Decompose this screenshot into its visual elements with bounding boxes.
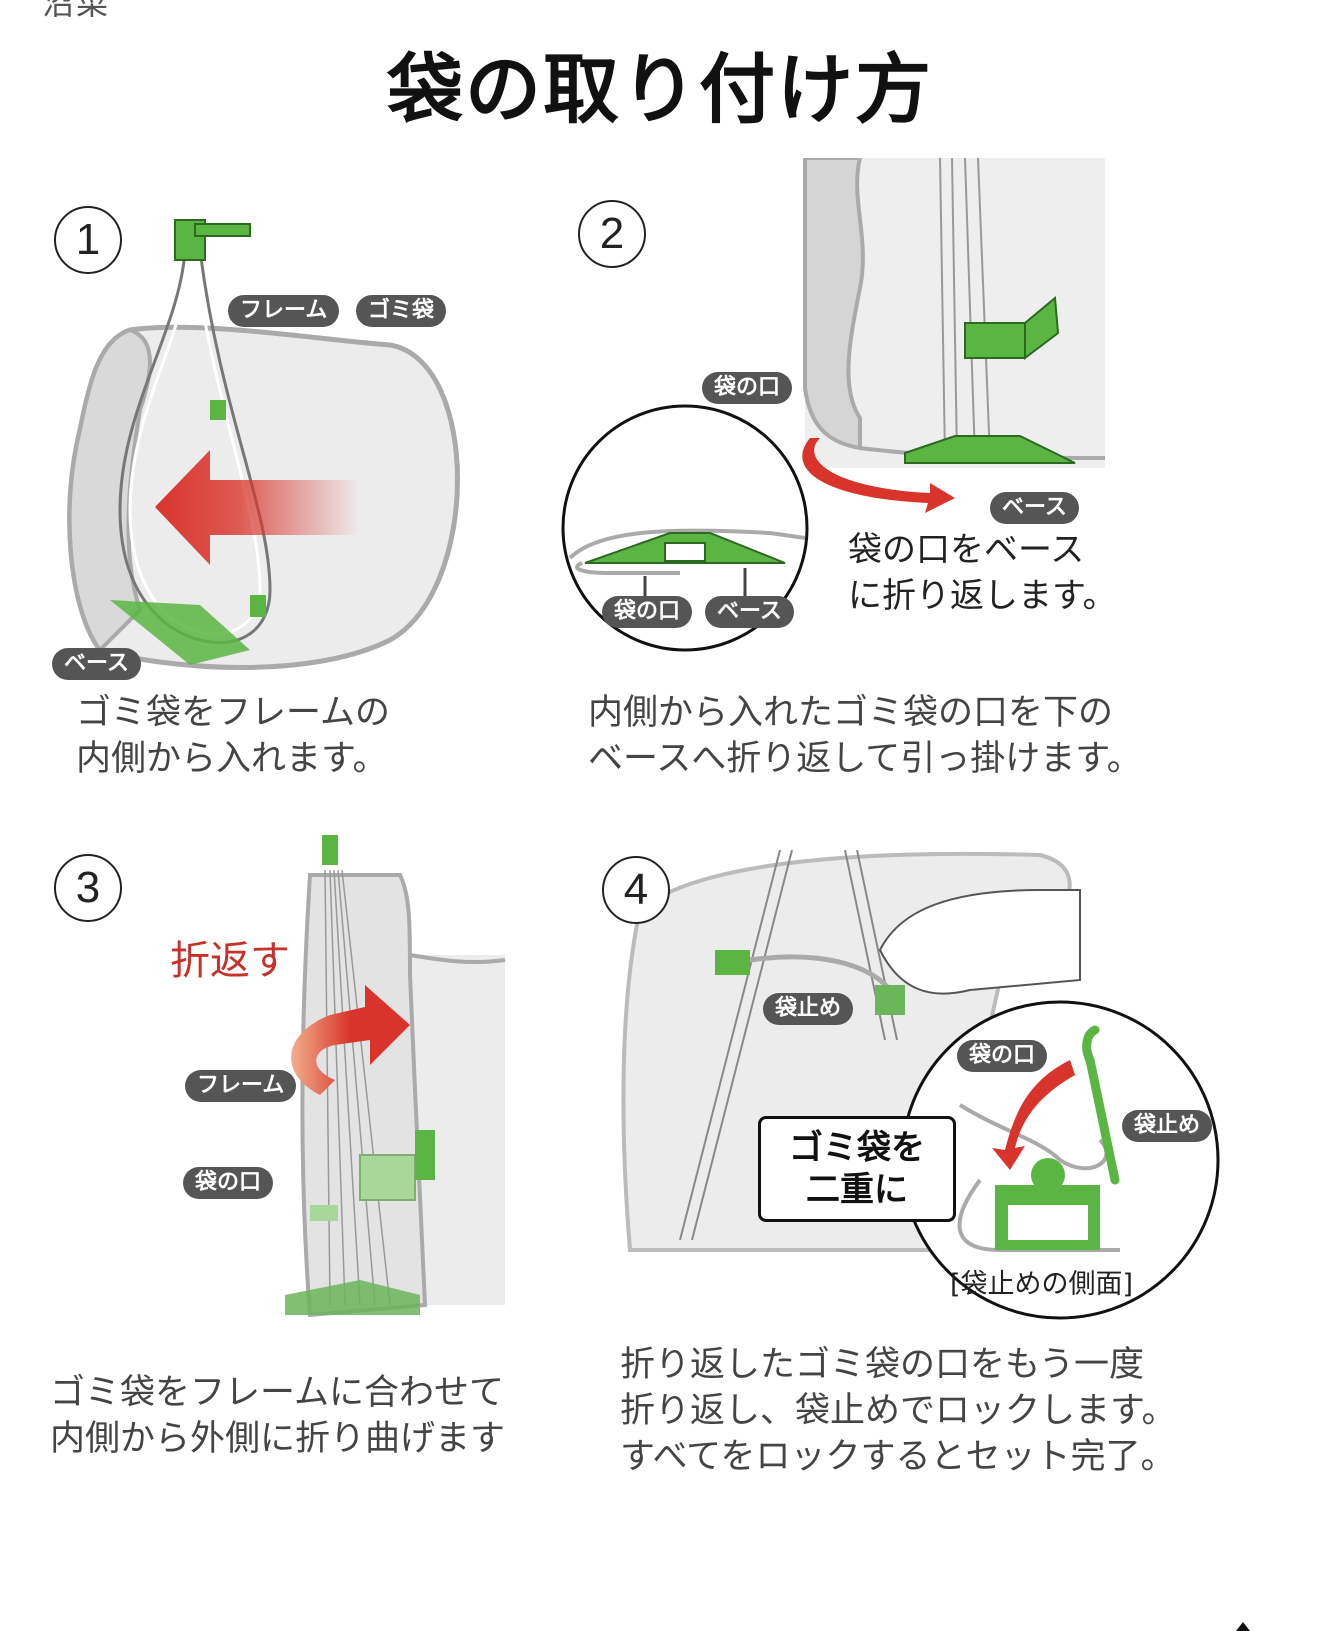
step-2-side-note: 袋の口をベース に折り返します。 (848, 530, 1117, 616)
double-bag-callout: ゴミ袋を 二重に (758, 1116, 956, 1222)
bag-clip (715, 950, 750, 975)
step-2-caption: 内側から入れたゴミ袋の口を下の ベースへ折り返して引っ掛けます。 (588, 693, 1142, 779)
step-1-number: 1 (54, 206, 122, 274)
detail-label-bag-mouth: 袋の口 (957, 1040, 1048, 1072)
bag-mouth (803, 158, 865, 451)
frame-top-hinge (322, 835, 338, 865)
bag-edge-path (958, 1103, 1109, 1171)
step-2-illustration (561, 158, 1106, 652)
step-2-number: 2 (578, 200, 646, 268)
step-4-caption: 折り返したゴミ袋の口をもう一度 折り返し、袋止めでロックします。 すべてをロック… (620, 1345, 1177, 1477)
label-frame: フレーム (185, 1070, 297, 1102)
scroll-up-indicator-icon[interactable] (1236, 1622, 1250, 1631)
bag-clip (310, 1205, 338, 1221)
fold-arrow (992, 1060, 1075, 1170)
bag-clip (964, 322, 1026, 359)
fold-action-label: 折返す (170, 938, 290, 984)
fold-arrow (291, 985, 410, 1095)
frame-base (110, 600, 250, 665)
step-1-illustration (67, 219, 460, 670)
top-cut-text: 沼菜 (42, 0, 111, 22)
step-1-caption: ゴミ袋をフレームの 内側から入れます。 (76, 693, 390, 779)
hand (878, 889, 1081, 995)
label-base: ベース (52, 648, 141, 680)
step-3-number: 3 (54, 854, 122, 922)
detail-caption: [袋止めの側面] (950, 1269, 1134, 1300)
detail-label-bag-stopper: 袋止め (1122, 1110, 1213, 1142)
bag-clip (250, 595, 266, 617)
label-bag-stopper: 袋止め (763, 993, 854, 1025)
insert-direction-arrow (155, 450, 360, 565)
label-base: ベース (990, 492, 1079, 524)
label-bag-mouth: 袋の口 (183, 1167, 274, 1199)
label-bag-mouth: 袋の口 (702, 372, 793, 404)
bag-clip (875, 985, 905, 1015)
step-3-caption: ゴミ袋をフレームに合わせて 内側から外側に折り曲げます (50, 1373, 506, 1459)
frame-base (285, 1280, 420, 1315)
label-garbage-bag: ゴミ袋 (356, 295, 447, 327)
step-4-illustration (621, 850, 1220, 1320)
fold-arrow (802, 438, 955, 513)
step-4-number: 4 (602, 856, 670, 924)
detail-label-bag-mouth: 袋の口 (602, 596, 693, 628)
step-3-illustration (285, 835, 506, 1318)
folded-bag (300, 873, 428, 1318)
page-title: 袋の取り付け方 (387, 45, 933, 134)
bag-clip (359, 1154, 416, 1201)
bag-stopper-arm (1082, 1025, 1120, 1185)
frame-base (904, 435, 1076, 464)
detail-label-base: ベース (705, 596, 794, 628)
bag-clip (210, 400, 226, 420)
label-frame: フレーム (228, 295, 340, 327)
